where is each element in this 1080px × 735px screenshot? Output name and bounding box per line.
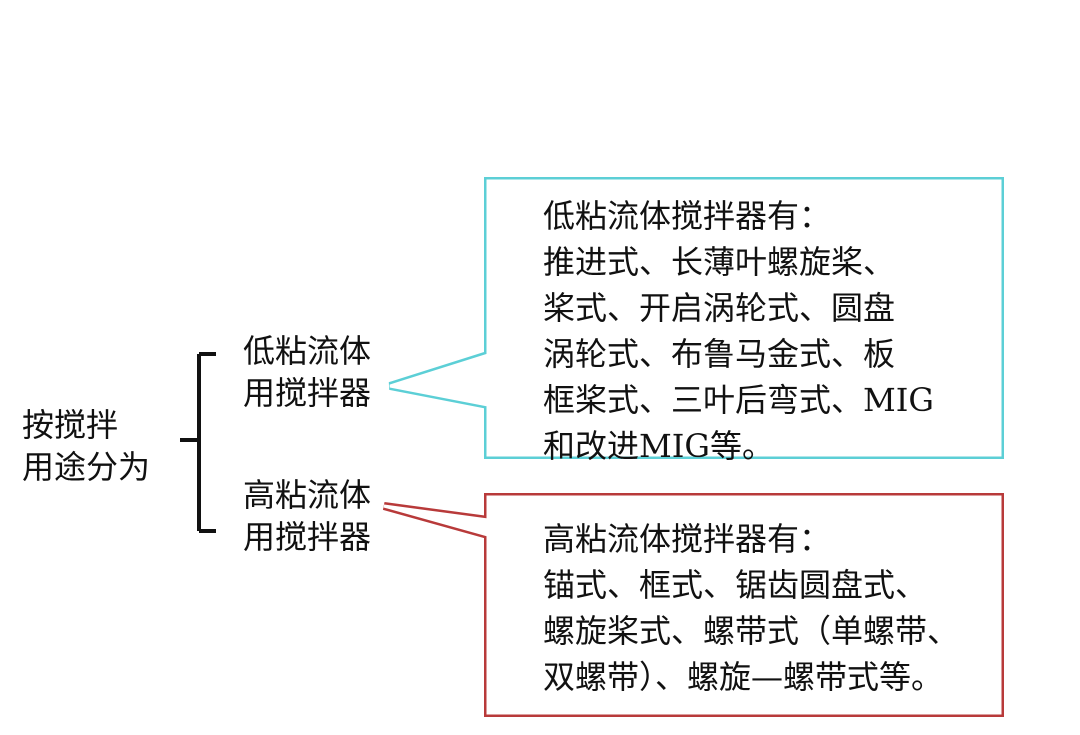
callout-low-line: 涡轮式、布鲁马金式、板 [543,335,896,373]
branch-low-viscosity: 低粘流体 用搅拌器 [243,330,371,414]
callout-low-text: 低粘流体搅拌器有： 推进式、长薄叶螺旋桨、 桨式、开启涡轮式、圆盘 涡轮式、布鲁… [543,193,934,469]
root-line-2: 用途分为 [22,448,151,486]
callout-high-line: 锚式、框式、锯齿圆盘式、 [543,566,928,604]
callout-high-line: 高粘流体搅拌器有： [543,520,832,558]
bracket [180,352,216,533]
callout-high-viscosity [382,493,1004,717]
callout-low-line: 和改进MIG等。 [543,427,774,465]
callout-low-line: 桨式、开启涡轮式、圆盘 [543,289,896,327]
branch-high-line-2: 用搅拌器 [243,518,372,556]
branch-low-line-1: 低粘流体 [243,332,372,370]
branch-high-viscosity: 高粘流体 用搅拌器 [243,474,371,558]
branch-high-line-1: 高粘流体 [243,476,372,514]
callout-high-text: 高粘流体搅拌器有： 锚式、框式、锯齿圆盘式、 螺旋桨式、螺带式（单螺带、 双螺带… [543,516,959,700]
callout-high-line: 双螺带）、螺旋—螺带式等。 [543,658,944,696]
root-line-1: 按搅拌 [22,406,119,444]
callout-low-line: 框桨式、三叶后弯式、MIG [543,381,934,419]
callout-high-line: 螺旋桨式、螺带式（单螺带、 [543,612,960,650]
callout-low-viscosity [388,177,1004,459]
branch-low-line-2: 用搅拌器 [243,374,372,412]
callout-low-line: 低粘流体搅拌器有： [543,197,832,235]
root-node-label: 按搅拌 用途分为 [22,404,172,488]
callout-low-line: 推进式、长薄叶螺旋桨、 [543,243,896,281]
